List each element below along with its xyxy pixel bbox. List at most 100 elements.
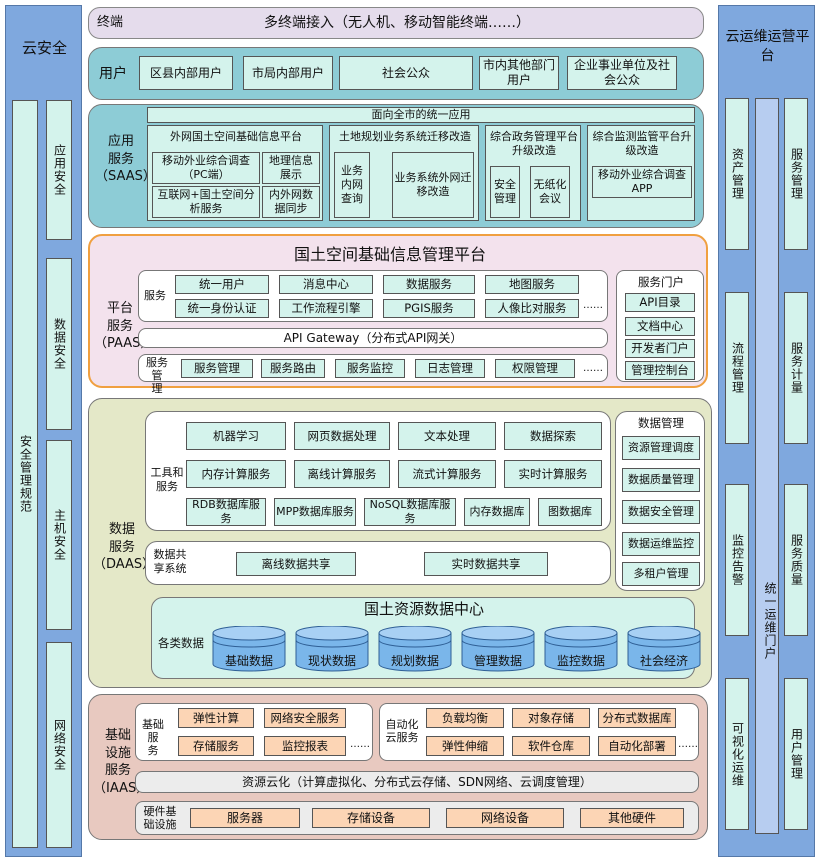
terminal-text: 多终端接入（无人机、移动智能终端……） <box>264 15 530 31</box>
ops-platform-panel: 云运维运营平台 统一运维门户 资产管理 流程管理 监控告警 可视化运维 服务管理… <box>718 5 815 857</box>
saas-g3-item-2: 无纸化会议 <box>530 166 570 218</box>
software-repo: 软件仓库 <box>512 736 590 756</box>
iaas-auto-box: 自动化云服务 负载均衡 对象存储 分布式数据库 弹性伸缩 软件仓库 自动化部署 … <box>379 703 699 761</box>
resource-scheduling: 资源管理调度 <box>622 436 700 460</box>
saas-g4-title: 综合监测监管平台升级改造 <box>592 130 692 158</box>
paas-services-ellipsis: …… <box>583 300 603 311</box>
database-label: 现状数据 <box>307 654 356 668</box>
network-security-service: 网络安全服务 <box>264 708 346 728</box>
object-storage: 对象存储 <box>512 708 590 728</box>
daas-section: 数据服务（DAAS） 工具和服务 机器学习 网页数据处理 文本处理 数据探索 内… <box>88 398 712 688</box>
network-security: 网络安全 <box>46 642 72 848</box>
tool-graph-db: 图数据库 <box>538 498 602 526</box>
paas-services-box: 服务 统一用户 消息中心 数据服务 地图服务 统一身份认证 工作流程引擎 PGI… <box>138 270 608 322</box>
data-ops-monitor: 数据运维监控 <box>622 532 700 556</box>
ops-platform-title: 云运维运营平台 <box>725 29 810 64</box>
saas-g3-item-1: 安全管理 <box>490 166 520 218</box>
data-center-label: 各类数据 <box>158 636 204 650</box>
iaas-section: 基础设施服务（IAAS） 基础服务 弹性计算 网络安全服务 存储服务 监控报表 … <box>88 694 708 840</box>
saas-g1-item-2: 地理信息展示 <box>262 152 320 184</box>
saas-group-4: 综合监测监管平台升级改造 移动外业综合调查APP <box>587 125 695 221</box>
multi-tenant-mgmt: 多租户管理 <box>622 562 700 586</box>
tool-memory-db: 内存数据库 <box>464 498 530 526</box>
paas-mgmt-permission: 权限管理 <box>495 359 575 378</box>
iaas-basic-ellipsis: …… <box>350 739 370 750</box>
users-label: 用户 <box>99 66 127 82</box>
iaas-hw-box: 硬件基础设施 服务器 存储设备 网络设备 其他硬件 <box>135 801 699 835</box>
paas-mgmt-ellipsis: …… <box>583 363 603 374</box>
data-management-box: 数据管理 资源管理调度 数据质量管理 数据安全管理 数据运维监控 多租户管理 <box>615 411 705 591</box>
auto-deploy: 自动化部署 <box>598 736 676 756</box>
visual-ops: 可视化运维 <box>725 678 749 830</box>
paas-mgmt-label: 服务管理 <box>146 356 168 396</box>
paas-mgmt-log: 日志管理 <box>415 359 485 378</box>
data-center-title: 国土资源数据中心 <box>363 600 484 618</box>
iaas-basic-label: 基础服务 <box>142 718 164 758</box>
user-public: 社会公众 <box>339 56 473 90</box>
tool-text: 文本处理 <box>398 422 496 450</box>
tool-web-data: 网页数据处理 <box>294 422 390 450</box>
user-management: 用户管理 <box>784 678 808 830</box>
paas-mgmt-routing: 服务路由 <box>261 359 325 378</box>
iaas-hw-label: 硬件基础设施 <box>143 805 177 832</box>
paas-mgmt-service: 服务管理 <box>181 359 253 378</box>
saas-g2-item-2: 业务系统外网迁移改造 <box>392 152 474 218</box>
paas-map-service: 地图服务 <box>485 275 579 294</box>
paas-mgmt-monitor: 服务监控 <box>335 359 405 378</box>
user-county: 区县内部用户 <box>139 56 233 90</box>
terminal-bar: 终端 多终端接入（无人机、移动智能终端……） <box>88 7 704 39</box>
data-mgmt-title: 数据管理 <box>638 416 684 430</box>
tool-memory-compute: 内存计算服务 <box>186 460 286 488</box>
user-city-internal: 市局内部用户 <box>243 56 333 90</box>
paas-mgmt-box: 服务管理 服务管理 服务路由 服务监控 日志管理 权限管理 …… <box>138 354 608 395</box>
saas-group-1: 外网国土空间基础信息平台 移动外业综合调查（PC端） 地理信息展示 互联网+国土… <box>147 125 323 221</box>
cloud-security-title: 云安全 <box>21 39 67 57</box>
database-cylinder: 现状数据 <box>295 626 369 672</box>
saas-g2-item-1: 业务内网查询 <box>334 152 370 218</box>
hw-server: 服务器 <box>190 808 300 828</box>
service-metering: 服务计量 <box>784 292 808 444</box>
database-label: 规划数据 <box>390 654 439 668</box>
tool-realtime-compute: 实时计算服务 <box>504 460 602 488</box>
host-security: 主机安全 <box>46 440 72 630</box>
paas-unified-auth: 统一身份认证 <box>175 299 269 318</box>
saas-header: 面向全市的统一应用 <box>147 107 695 123</box>
saas-g3-title: 综合政务管理平台升级改造 <box>490 130 578 158</box>
paas-face-compare: 人像比对服务 <box>485 299 579 318</box>
portal-developer: 开发者门户 <box>625 339 695 358</box>
tool-ml: 机器学习 <box>186 422 286 450</box>
database-cylinder: 社会经济 <box>627 626 701 672</box>
portal-doc-center: 文档中心 <box>625 317 695 336</box>
saas-g1-item-3: 互联网+国土空间分析服务 <box>152 186 260 218</box>
tool-rdb: RDB数据库服务 <box>186 498 266 526</box>
tool-stream-compute: 流式计算服务 <box>398 460 496 488</box>
data-center-box: 国土资源数据中心 各类数据 基础数据现状数据规划数据管理数据监控数据社会经济 <box>151 597 701 679</box>
paas-workflow-engine: 工作流程引擎 <box>279 299 373 318</box>
tool-explore: 数据探索 <box>504 422 602 450</box>
monitoring-alert: 监控告警 <box>725 484 749 636</box>
hw-storage: 存储设备 <box>312 808 430 828</box>
iaas-auto-label: 自动化云服务 <box>385 718 419 745</box>
realtime-data-share: 实时数据共享 <box>424 552 548 576</box>
database-label: 监控数据 <box>556 654 605 668</box>
distributed-db: 分布式数据库 <box>598 708 676 728</box>
data-share-label: 数据共享系统 <box>153 548 187 575</box>
database-label: 基础数据 <box>224 654 273 668</box>
database-label: 社会经济 <box>639 654 688 668</box>
paas-data-service: 数据服务 <box>383 275 475 294</box>
service-portal-title: 服务门户 <box>638 275 684 289</box>
saas-section: 应用服务（SAAS） 面向全市的统一应用 外网国土空间基础信息平台 移动外业综合… <box>88 104 704 228</box>
terminal-label: 终端 <box>97 15 124 30</box>
saas-g2-title: 土地规划业务系统迁移改造 <box>339 130 471 143</box>
data-share-box: 数据共享系统 离线数据共享 实时数据共享 <box>145 541 611 585</box>
security-management-spec: 安全管理规范 <box>12 100 38 848</box>
data-security-mgmt: 数据安全管理 <box>622 500 700 524</box>
load-balancing: 负载均衡 <box>426 708 504 728</box>
data-security: 数据安全 <box>46 258 72 430</box>
paas-services-label: 服务 <box>144 289 166 302</box>
paas-unified-user: 统一用户 <box>175 275 269 294</box>
portal-api-directory: API目录 <box>625 293 695 312</box>
tool-offline-compute: 离线计算服务 <box>294 460 390 488</box>
user-other-dept: 市内其他部门用户 <box>479 56 559 90</box>
tool-nosql: NoSQL数据库服务 <box>364 498 456 526</box>
